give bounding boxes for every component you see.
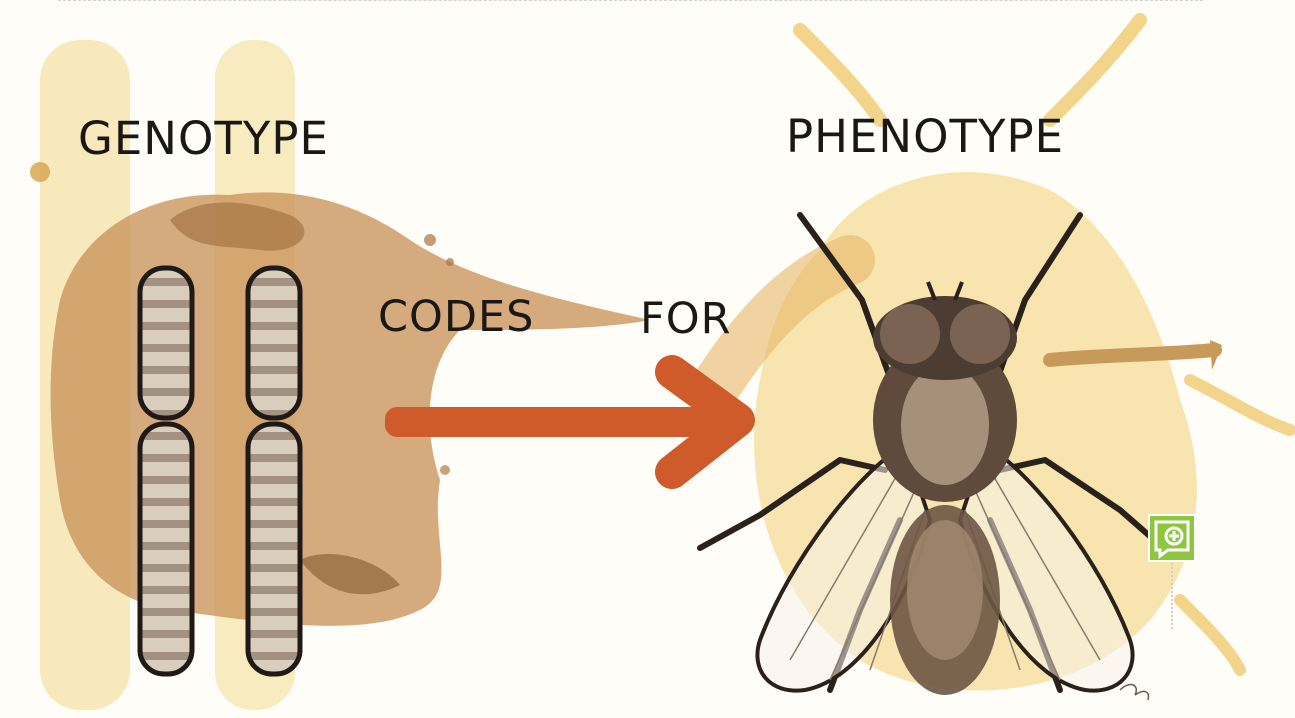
chromosome-left [140, 268, 192, 674]
artist-signature [1120, 685, 1148, 700]
genotype-label: GENOTYPE [78, 116, 329, 161]
phenotype-label: PHENOTYPE [786, 114, 1064, 159]
codes-for-arrow [385, 372, 738, 472]
zoom-button[interactable] [1148, 514, 1196, 562]
zoom-in-icon [1150, 516, 1194, 560]
chromosome-right [248, 268, 300, 674]
for-label: FOR [640, 298, 731, 341]
zoom-connector-line [1171, 563, 1173, 629]
codes-label: CODES [378, 296, 534, 339]
